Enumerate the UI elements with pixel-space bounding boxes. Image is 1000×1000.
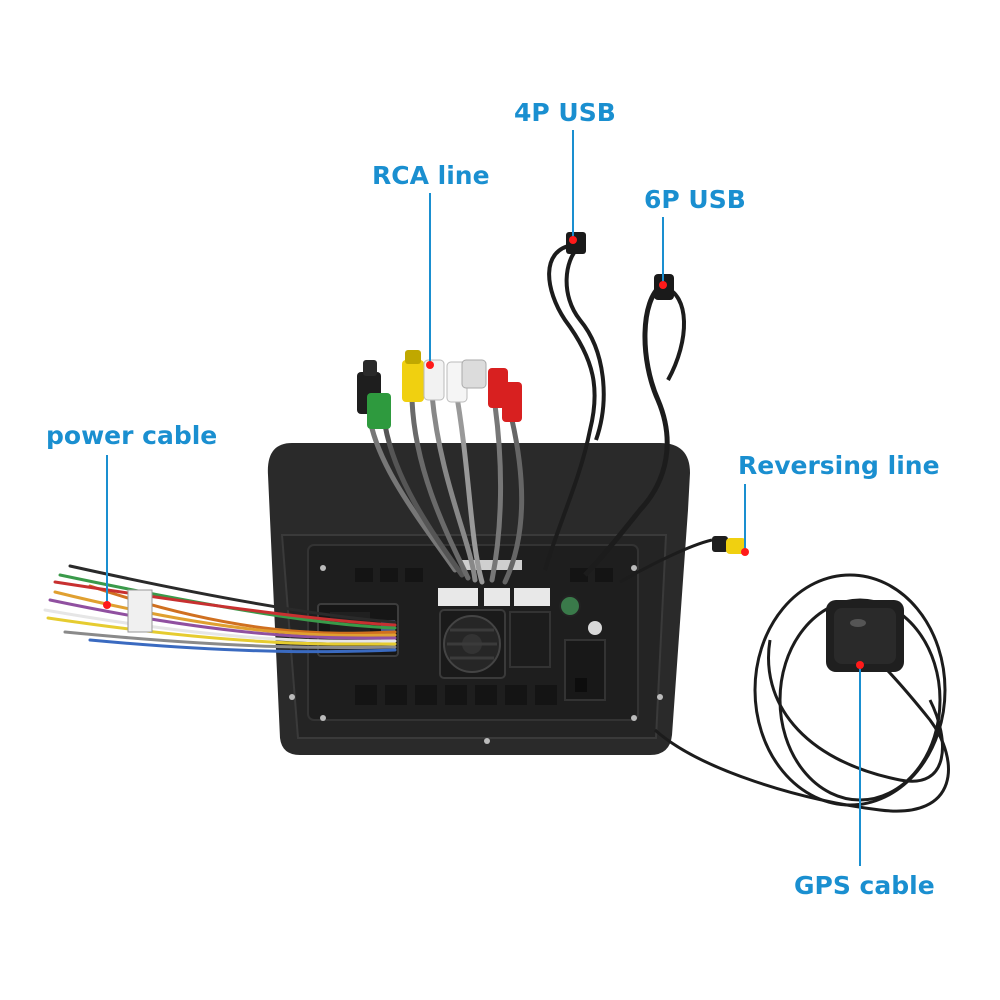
power-cable-label: power cable [46, 421, 218, 450]
reversing-line-cable [619, 536, 746, 584]
reversing-line-label: Reversing line [738, 451, 940, 480]
usb-6p-label: 6P USB [644, 185, 746, 214]
cooling-fan [439, 609, 506, 679]
callout-dots [103, 236, 864, 669]
harness-tag [127, 589, 153, 633]
gps-antenna [654, 573, 950, 813]
usb-4p-label: 4P USB [514, 98, 616, 127]
antenna-port [559, 595, 581, 617]
rca-cables [357, 350, 525, 585]
callout-leaders [106, 130, 861, 866]
gps-cable-label: GPS cable [794, 871, 935, 900]
usb-4p-cable [543, 232, 606, 571]
head-unit [267, 443, 690, 755]
rca-line-label: RCA line [372, 161, 490, 190]
white-connectors [438, 560, 550, 606]
